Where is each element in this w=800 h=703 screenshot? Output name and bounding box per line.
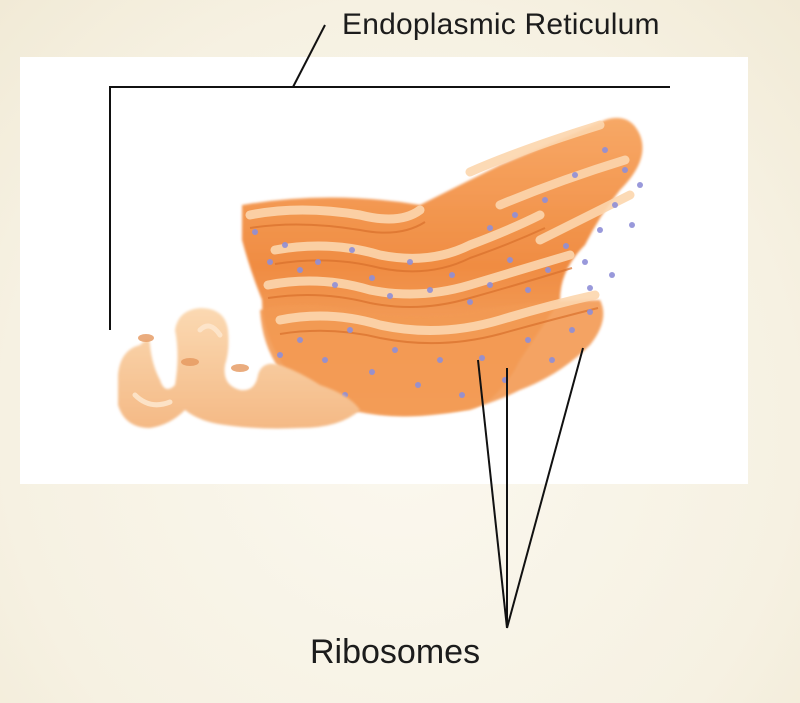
er-label: Endoplasmic Reticulum [342,8,660,41]
ribosomes-label: Ribosomes [310,633,481,671]
smooth-er-illustration [118,308,360,429]
rough-er-illustration [242,117,643,417]
ribosomes-leader-lines [477,347,584,629]
er-leader-bracket [109,24,670,330]
